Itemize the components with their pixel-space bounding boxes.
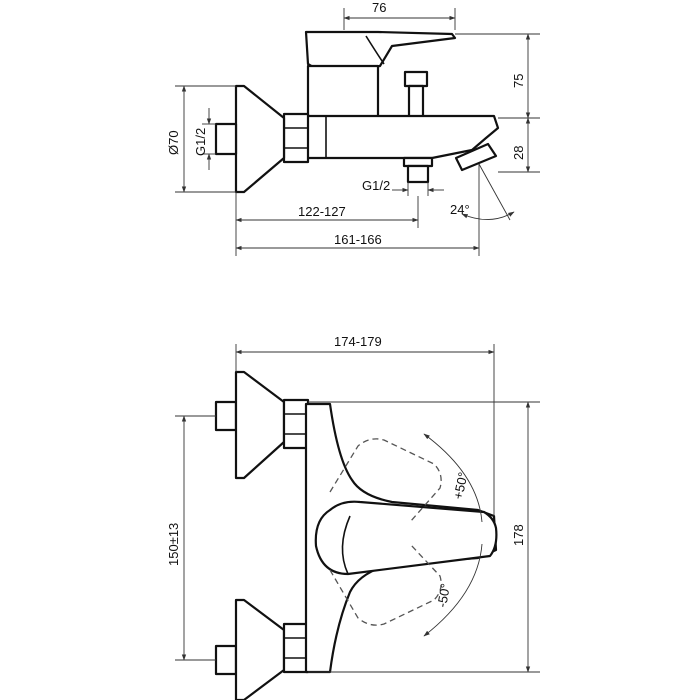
dim-rotation-up: +50° — [450, 471, 470, 501]
side-mixer-body — [304, 114, 500, 160]
front-lower-rosette — [234, 598, 286, 700]
front-lower-hex-nut — [282, 622, 310, 674]
side-hex-nut — [282, 112, 310, 164]
dim-height-total: 178 — [511, 524, 526, 546]
dim-spout-width: 76 — [372, 0, 386, 15]
side-spout-outlet — [454, 142, 498, 172]
dim-width-total: 174-179 — [334, 334, 382, 349]
side-inlet-pipe — [214, 122, 238, 156]
front-view — [214, 370, 498, 700]
side-shower-outlet — [402, 156, 434, 184]
lever-position-up — [329, 438, 442, 523]
side-view — [214, 30, 500, 194]
side-rosette — [234, 84, 286, 194]
front-lower-inlet-pipe — [214, 644, 238, 676]
dim-lever-height: 75 — [511, 74, 526, 88]
side-lever-handle — [304, 30, 457, 72]
dim-inlet-thread: G1/2 — [193, 128, 208, 156]
dim-spout-angle: 24° — [450, 202, 470, 217]
dim-depth-to-outlet: 122-127 — [298, 204, 346, 219]
side-diverter-knob — [403, 70, 429, 120]
front-upper-inlet-pipe — [214, 400, 238, 432]
dim-outlet-thread: G1/2 — [362, 178, 390, 193]
front-upper-rosette — [234, 370, 286, 480]
lever-position-down — [329, 543, 442, 626]
dim-depth-total: 161-166 — [334, 232, 382, 247]
dim-inlet-centres: 150±13 — [166, 523, 181, 566]
dim-rosette-diameter: Ø70 — [166, 130, 181, 155]
side-cartridge-housing — [306, 64, 380, 120]
side-dimensions: 76 75 28 Ø70 G1/2 G1/2 24° — [166, 0, 540, 256]
front-dimensions: 174-179 150±13 178 +50° -50° — [166, 334, 540, 673]
dim-spout-drop: 28 — [511, 146, 526, 160]
front-upper-hex-nut — [282, 398, 310, 450]
front-lever-handle — [314, 500, 498, 576]
dim-rotation-down: -50° — [434, 582, 453, 608]
